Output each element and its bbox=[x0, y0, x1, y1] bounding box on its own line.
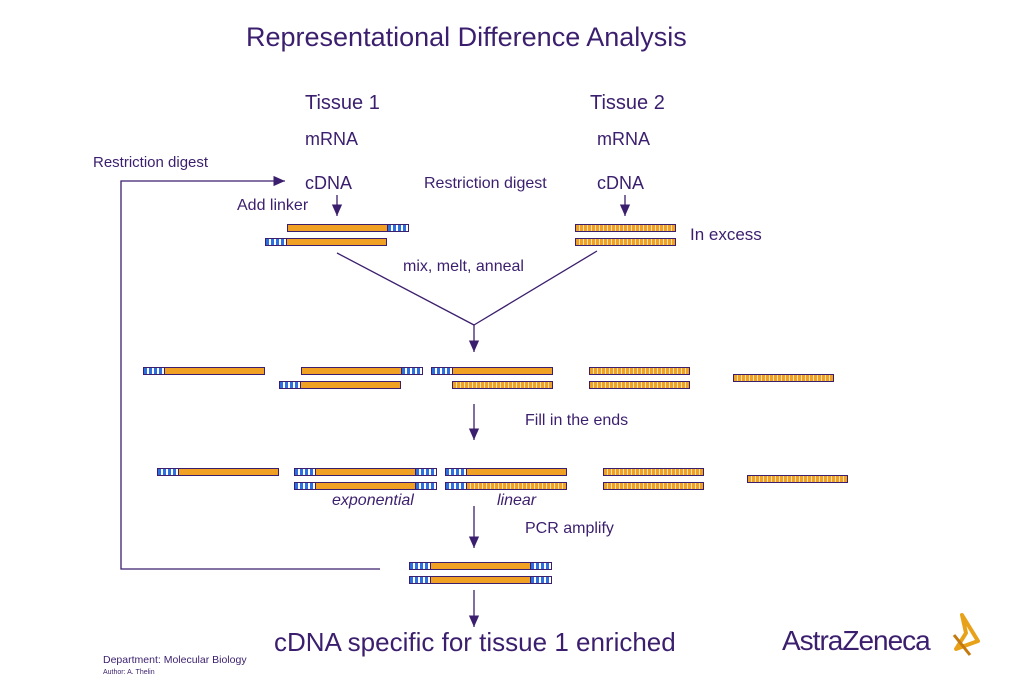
linear-label: linear bbox=[497, 492, 537, 509]
tester-strand bbox=[301, 367, 402, 375]
restriction-digest-left: Restriction digest bbox=[93, 154, 209, 171]
linker bbox=[401, 367, 423, 375]
linker bbox=[387, 224, 409, 232]
tissue2-label: Tissue 2 bbox=[590, 92, 665, 114]
driver-strand bbox=[589, 381, 690, 389]
tissue1-mrna: mRNA bbox=[305, 129, 358, 149]
merge-line-left bbox=[336, 252, 475, 326]
pcr-amplify-label: PCR amplify bbox=[525, 520, 614, 537]
astrazeneca-logo: AstraZeneca bbox=[782, 625, 931, 656]
linker bbox=[415, 482, 437, 490]
tester-strand bbox=[300, 381, 401, 389]
linker bbox=[445, 482, 467, 490]
result-text: cDNA specific for tissue 1 enriched bbox=[274, 627, 676, 657]
tissue2-mrna: mRNA bbox=[597, 129, 650, 149]
tester-strand bbox=[286, 238, 387, 246]
driver-strand bbox=[575, 238, 676, 246]
driver-strand bbox=[733, 374, 834, 382]
fill-ends-label: Fill in the ends bbox=[525, 412, 629, 429]
mix-melt-anneal-label: mix, melt, anneal bbox=[403, 258, 524, 275]
linker bbox=[265, 238, 287, 246]
tissue1-cdna: cDNA bbox=[305, 173, 353, 193]
amplified-strand bbox=[430, 576, 531, 584]
tissue1-label: Tissue 1 bbox=[305, 92, 380, 114]
linker bbox=[445, 468, 467, 476]
driver-strand bbox=[589, 367, 690, 375]
footer-department: Department: Molecular Biology bbox=[103, 654, 247, 666]
tester-strand bbox=[178, 468, 279, 476]
astrazeneca-symbol bbox=[952, 613, 980, 656]
linker bbox=[415, 468, 437, 476]
restriction-digest-mid: Restriction digest bbox=[424, 175, 547, 192]
add-linker-label: Add linker bbox=[237, 197, 309, 214]
linker bbox=[279, 381, 301, 389]
linker bbox=[294, 482, 316, 490]
tester-strand bbox=[315, 482, 416, 490]
driver-strand bbox=[452, 381, 553, 389]
tester-strand bbox=[452, 367, 553, 375]
merge-line-right bbox=[473, 250, 598, 326]
linker bbox=[431, 367, 453, 375]
driver-strand bbox=[603, 482, 704, 490]
page-title: Representational Difference Analysis bbox=[246, 22, 687, 52]
linker bbox=[294, 468, 316, 476]
linker bbox=[143, 367, 165, 375]
footer-author: Author: A. Thelin bbox=[103, 669, 155, 676]
tester-strand bbox=[315, 468, 416, 476]
exponential-label: exponential bbox=[332, 492, 414, 509]
driver-strand bbox=[603, 468, 704, 476]
driver-strand bbox=[575, 224, 676, 232]
in-excess-label: In excess bbox=[690, 225, 762, 244]
tissue2-cdna: cDNA bbox=[597, 173, 645, 193]
linker bbox=[530, 576, 552, 584]
driver-strand bbox=[747, 475, 848, 483]
amplified-strand bbox=[430, 562, 531, 570]
driver-strand bbox=[466, 482, 567, 490]
feedback-loop-line bbox=[120, 175, 380, 570]
tester-strand bbox=[287, 224, 388, 232]
tester-strand bbox=[164, 367, 265, 375]
linker bbox=[409, 576, 431, 584]
tester-strand bbox=[466, 468, 567, 476]
linker bbox=[157, 468, 179, 476]
linker bbox=[530, 562, 552, 570]
linker bbox=[409, 562, 431, 570]
